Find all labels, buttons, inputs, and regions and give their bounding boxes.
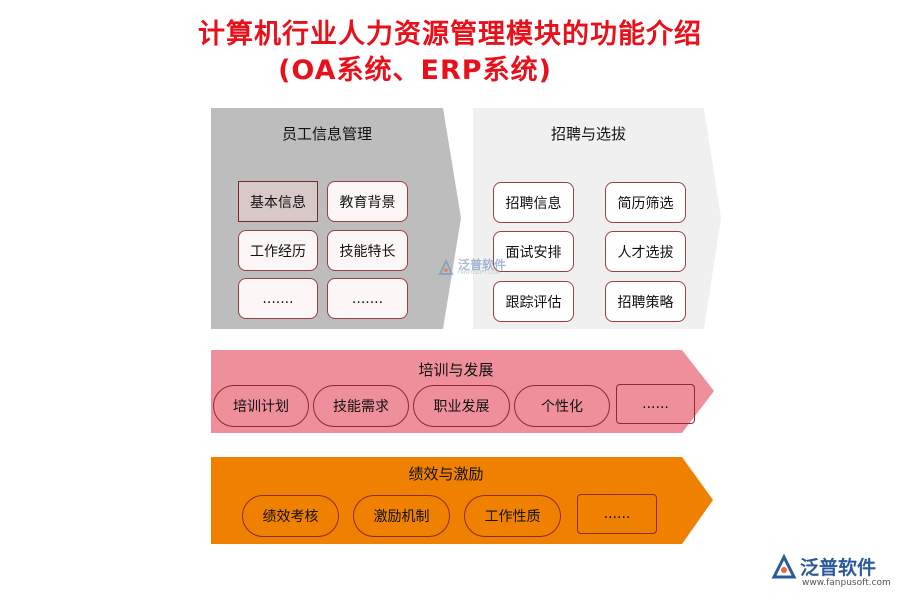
training-item-career[interactable]: 职业发展 (413, 385, 510, 427)
employee-item-education[interactable]: 教育背景 (327, 181, 408, 222)
logo-url: www.fanpusoft.com (802, 578, 891, 588)
employee-info-panel: 员工信息管理 基本信息 教育背景 工作经历 技能特长 ....... .....… (211, 108, 461, 329)
training-item-personalized[interactable]: 个性化 (514, 385, 610, 427)
page-title: 计算机行业人力资源管理模块的功能介绍 (198, 19, 702, 50)
watermark-name: 泛普软件 (458, 258, 507, 272)
recruit-item-info[interactable]: 招聘信息 (493, 182, 574, 223)
employee-panel-title: 员工信息管理 (281, 125, 372, 143)
recruitment-panel: 招聘与选拔 招聘信息 简历筛选 面试安排 人才选拔 跟踪评估 招聘策略 (473, 108, 721, 329)
watermark-url: FANPUSOFT.COM (458, 270, 500, 276)
training-panel-shape (211, 350, 714, 433)
fanpu-logo: 泛普软件 www.fanpusoft.com (770, 553, 895, 595)
training-panel-title: 培训与发展 (418, 361, 494, 379)
fanpu-logo-icon (438, 258, 454, 275)
performance-item-appraisal[interactable]: 绩效考核 (242, 495, 339, 537)
employee-item-skills[interactable]: 技能特长 (327, 230, 408, 271)
watermark-logo: 泛普软件 FANPUSOFT.COM (436, 256, 516, 280)
employee-item-basic-info[interactable]: 基本信息 (238, 181, 318, 222)
page-subtitle: (OA系统、ERP系统) (278, 55, 552, 86)
recruitment-panel-title: 招聘与选拔 (550, 125, 626, 143)
recruit-item-talent-selection[interactable]: 人才选拔 (605, 231, 686, 272)
training-item-skill-needs[interactable]: 技能需求 (313, 385, 409, 427)
logo-name: 泛普软件 (800, 557, 877, 579)
performance-item-job-nature[interactable]: 工作性质 (464, 495, 561, 537)
employee-item-work-history[interactable]: 工作经历 (238, 230, 318, 271)
recruit-item-tracking[interactable]: 跟踪评估 (493, 281, 574, 322)
employee-item-more-2[interactable]: ....... (327, 278, 408, 319)
recruit-item-resume-screening[interactable]: 简历筛选 (605, 182, 686, 223)
performance-panel-title: 绩效与激励 (408, 465, 484, 483)
performance-panel: 绩效与激励 绩效考核 激励机制 工作性质 ...... (211, 457, 713, 544)
performance-item-more[interactable]: ...... (577, 494, 657, 534)
fanpu-logo-mark-icon (771, 553, 797, 579)
training-item-more[interactable]: ...... (616, 384, 695, 424)
performance-item-incentive[interactable]: 激励机制 (353, 495, 450, 537)
training-panel: 培训与发展 培训计划 技能需求 职业发展 个性化 ...... (211, 350, 714, 433)
employee-item-more-1[interactable]: ....... (238, 278, 318, 319)
training-item-plan[interactable]: 培训计划 (213, 385, 309, 427)
recruit-item-strategy[interactable]: 招聘策略 (605, 281, 686, 322)
recruit-item-interview[interactable]: 面试安排 (493, 231, 574, 272)
recruitment-panel-shape (473, 108, 721, 329)
